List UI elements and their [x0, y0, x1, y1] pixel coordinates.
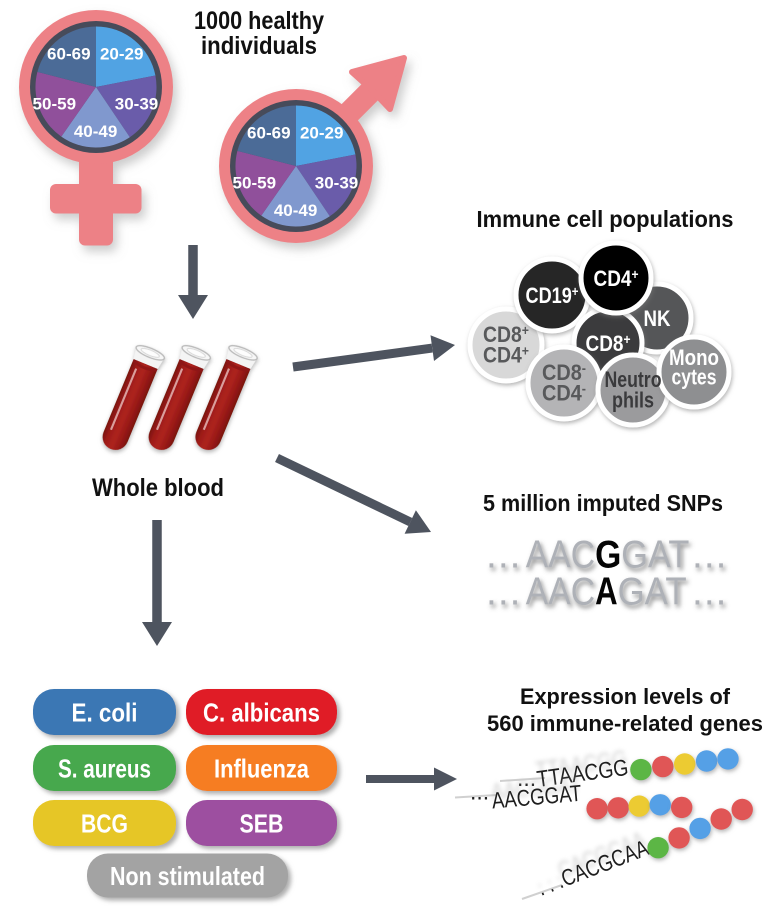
svg-text:50-59: 50-59	[33, 95, 76, 114]
svg-text:SEB: SEB	[240, 809, 284, 839]
svg-text:30-39: 30-39	[115, 95, 158, 114]
svg-text:560 immune-related genes: 560 immune-related genes	[487, 711, 763, 736]
svg-text:Mono: Mono	[669, 345, 719, 370]
svg-text:1000 healthy: 1000 healthy	[194, 7, 324, 35]
svg-text:60-69: 60-69	[247, 123, 290, 142]
svg-text:...: ...	[692, 534, 728, 577]
svg-text:G: G	[595, 534, 621, 577]
svg-text:NK: NK	[644, 306, 671, 331]
svg-text:50-59: 50-59	[233, 174, 276, 193]
svg-text:E. coli: E. coli	[72, 698, 138, 728]
svg-text:Expression levels of: Expression levels of	[520, 684, 731, 709]
svg-text:AAC: AAC	[526, 571, 595, 614]
svg-text:A: A	[595, 571, 618, 614]
svg-text:GAT: GAT	[621, 534, 689, 577]
svg-text:BCG: BCG	[81, 809, 128, 839]
svg-text:...: ...	[486, 534, 522, 577]
svg-text:CD8-: CD8-	[542, 360, 586, 385]
svg-text:60-69: 60-69	[47, 44, 90, 63]
svg-text:...: ...	[692, 571, 728, 614]
svg-text:CD8+: CD8+	[483, 322, 529, 347]
svg-text:AAC: AAC	[526, 534, 595, 577]
svg-text:...: ...	[470, 779, 489, 805]
svg-text:40-49: 40-49	[74, 122, 117, 141]
svg-text:...: ...	[486, 571, 522, 614]
svg-text:Influenza: Influenza	[214, 754, 309, 784]
svg-text:C. albicans: C. albicans	[203, 698, 320, 728]
svg-text:cytes: cytes	[672, 365, 717, 390]
svg-text:S. aureus: S. aureus	[58, 754, 151, 784]
svg-text:20-29: 20-29	[100, 44, 143, 63]
svg-text:CD8+: CD8+	[586, 331, 631, 356]
svg-text:Non stimulated: Non stimulated	[110, 861, 265, 891]
svg-text:CD19+: CD19+	[526, 283, 579, 308]
svg-text:GAT: GAT	[618, 571, 687, 614]
svg-text:30-39: 30-39	[315, 174, 358, 193]
svg-text:5 million imputed SNPs: 5 million imputed SNPs	[483, 490, 723, 516]
svg-text:20-29: 20-29	[300, 123, 343, 142]
svg-text:CD4+: CD4+	[483, 343, 529, 368]
svg-text:40-49: 40-49	[274, 201, 317, 220]
svg-text:phils: phils	[612, 388, 654, 413]
svg-text:Whole blood: Whole blood	[92, 474, 224, 502]
svg-text:CD4-: CD4-	[542, 381, 586, 406]
svg-text:individuals: individuals	[201, 32, 317, 60]
svg-text:CD4+: CD4+	[594, 266, 639, 291]
svg-text:Neutro: Neutro	[605, 367, 662, 392]
svg-text:...: ...	[517, 765, 536, 791]
svg-text:Immune cell populations: Immune cell populations	[477, 206, 734, 232]
